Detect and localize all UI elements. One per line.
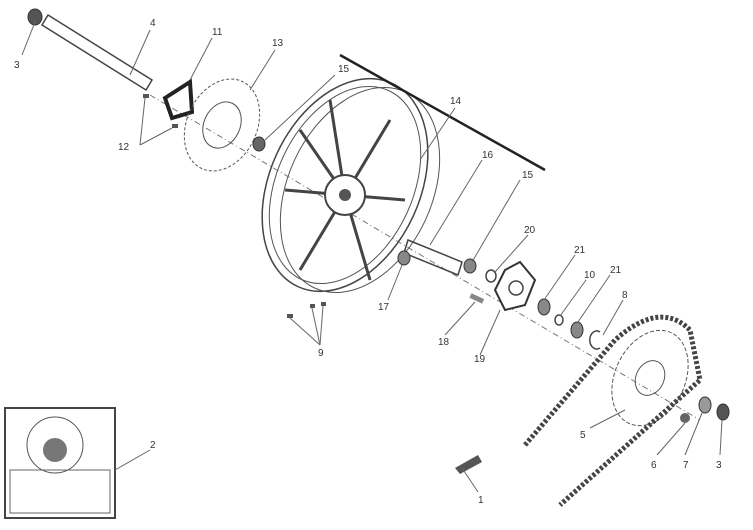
part-20-ring	[485, 269, 497, 283]
chain	[523, 314, 703, 507]
part-16-spacer	[403, 238, 463, 277]
callout-3b: 3	[716, 460, 722, 471]
part-8-circlip	[589, 330, 601, 350]
inset-2-detail	[4, 407, 116, 519]
part-3-nut-left	[27, 8, 43, 26]
dimension-line-14	[339, 53, 546, 172]
part-7-spacer	[698, 396, 712, 414]
part-9-bolts	[287, 302, 326, 318]
part-17-bearing	[397, 250, 411, 266]
callout-19: 19	[474, 354, 486, 365]
callout-17: 17	[378, 302, 390, 313]
callout-6: 6	[651, 460, 657, 471]
callout-21b: 21	[610, 265, 622, 276]
callout-13: 13	[272, 38, 284, 49]
part-21-bearing-b	[570, 321, 584, 339]
leader-lines	[21, 21, 723, 493]
callout-16: 16	[482, 150, 494, 161]
callout-11: 11	[212, 27, 223, 38]
callout-1: 1	[478, 495, 484, 506]
callout-18: 18	[438, 337, 450, 348]
callout-15: 15	[338, 64, 350, 75]
callout-5: 5	[580, 430, 586, 441]
part-12-bolt	[172, 124, 178, 128]
callout-2: 2	[150, 440, 156, 451]
part-6-nut	[680, 413, 690, 423]
part-15-bearing-right	[463, 258, 477, 274]
callout-20: 20	[524, 225, 536, 236]
part-15-bearing	[252, 136, 266, 152]
callout-14: 14	[450, 96, 462, 107]
part-5-sprocket	[611, 329, 689, 427]
part-10-ring	[554, 314, 564, 326]
callout-3: 3	[14, 60, 20, 71]
part-21-bearing	[537, 298, 551, 316]
part-19-sprocket-carrier	[493, 260, 537, 312]
part-3-nut-right	[716, 403, 730, 421]
axle-centerline	[149, 94, 701, 421]
part-1-clip	[455, 455, 482, 474]
part-12-bolt	[143, 94, 149, 98]
part-4-axle	[40, 13, 154, 92]
part-14-wheel	[261, 77, 441, 294]
part-18-stud	[469, 293, 485, 304]
callout-8: 8	[622, 290, 628, 301]
callout-10: 10	[584, 270, 596, 281]
callout-9: 9	[318, 348, 324, 359]
callout-15b: 15	[522, 170, 534, 181]
callout-21: 21	[574, 245, 586, 256]
callout-7: 7	[683, 460, 689, 471]
callout-12: 12	[118, 142, 130, 153]
part-11-bracket	[162, 78, 195, 121]
callout-4: 4	[150, 18, 156, 29]
